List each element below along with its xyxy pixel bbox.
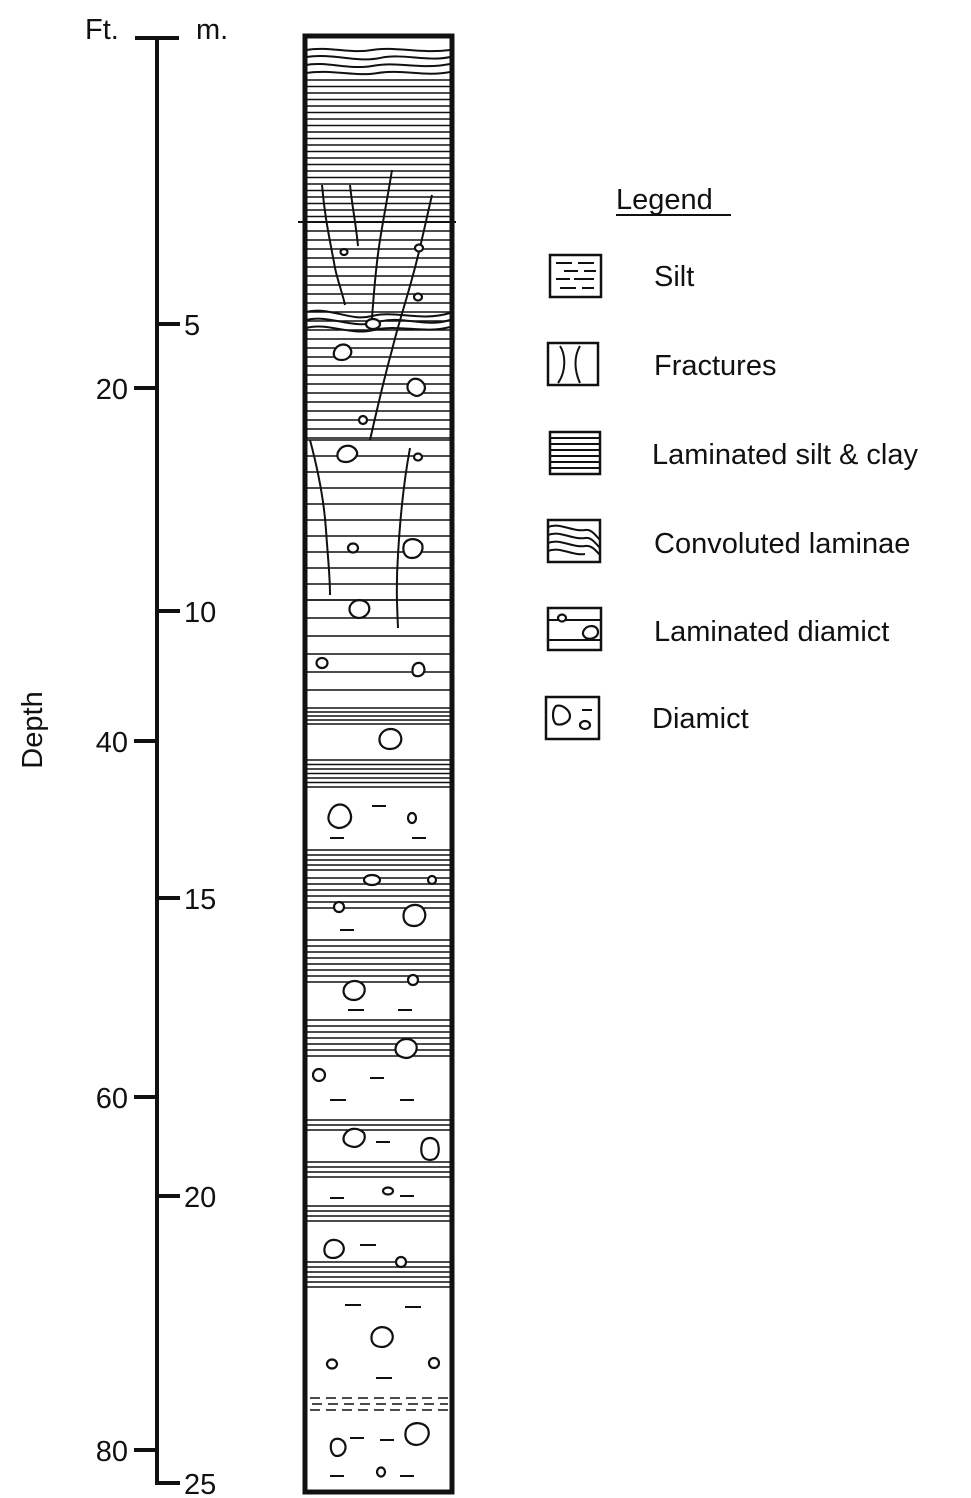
feet-unit-label: Ft. (85, 14, 119, 46)
laminated-diamict-symbol-icon (548, 608, 601, 650)
laminae-lines (306, 80, 451, 1287)
feet-tick-label: 80 (96, 1436, 128, 1468)
meter-tick-label: 25 (184, 1469, 216, 1498)
legend-title: Legend (616, 184, 713, 216)
feet-ticks: 20 40 60 80 (96, 374, 157, 1468)
legend-label-laminated-silt-clay: Laminated silt & clay (652, 439, 918, 471)
feet-tick-label: 40 (96, 727, 128, 759)
legend: Legend Silt Fractures Laminated silt & c… (546, 184, 918, 739)
fracture-lines (310, 170, 432, 628)
diamict-symbol-icon (546, 697, 599, 739)
silt-symbol-icon (550, 255, 601, 297)
depth-axis-label: Depth (17, 691, 49, 768)
legend-label-diamict: Diamict (652, 703, 749, 735)
legend-label-laminated-diamict: Laminated diamict (654, 616, 889, 648)
legend-label-silt: Silt (654, 261, 694, 293)
feet-tick-label: 60 (96, 1083, 128, 1115)
stratigraphic-column (298, 36, 456, 1492)
laminated-silt-clay-symbol-icon (550, 432, 600, 474)
meter-tick-label: 10 (184, 597, 216, 629)
meter-tick-label: 5 (184, 310, 200, 342)
feet-tick-label: 20 (96, 374, 128, 406)
legend-label-fractures: Fractures (654, 350, 776, 382)
convoluted-laminae-symbol-icon (548, 520, 600, 562)
meter-tick-label: 20 (184, 1182, 216, 1214)
fractures-symbol-icon (548, 343, 598, 385)
meter-unit-label: m. (196, 14, 228, 46)
depth-scale: Ft. m. 20 40 60 80 5 10 15 20 25 Depth (17, 14, 228, 1498)
meter-tick-label: 15 (184, 884, 216, 916)
meter-ticks: 5 10 15 20 25 (157, 310, 216, 1498)
legend-label-convoluted-laminae: Convoluted laminae (654, 528, 910, 560)
